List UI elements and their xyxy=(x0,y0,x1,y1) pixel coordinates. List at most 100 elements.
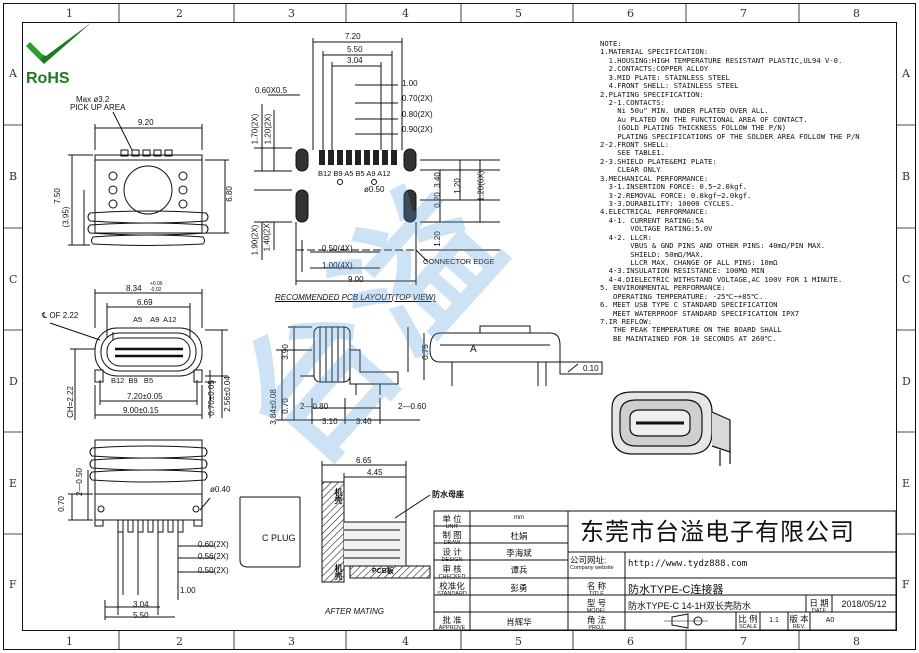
tb-title-value: 防水TYPE-C连接器 xyxy=(628,584,724,596)
bottom-c550: 5.50 xyxy=(133,611,149,620)
waterproof-socket-label: 防水母座 xyxy=(432,490,464,499)
tb-approve-label: 批 准 APPROVE xyxy=(434,614,470,632)
note-line: CLEAR ONLY xyxy=(600,165,661,175)
pcb-v020: 0.20 xyxy=(432,192,442,208)
tb-website-label: 公司网址: Company website xyxy=(570,554,624,572)
tb-design-label: 设 计 DESIGN xyxy=(434,546,470,564)
col-7: 7 xyxy=(740,7,747,20)
front-top-834: 8.34 xyxy=(126,284,142,293)
company-name: 东莞市台溢电子有限公司 xyxy=(580,518,855,546)
pcb-l120: 1.20(2X) xyxy=(263,113,273,145)
rohs-check-icon xyxy=(26,22,92,64)
pcb-caption: RECOMMENDED PCB LAYOUT(TOP VIEW) xyxy=(275,293,436,302)
tb-proj-label: 角 法 PROJ. xyxy=(568,614,625,632)
row-a-right: A xyxy=(902,67,910,80)
tb-draw-label: 制 图 DRAW xyxy=(434,529,470,547)
note-line: 3-2.REMOVAL FORCE: 0.8kgf~2.0kgf. xyxy=(600,190,752,200)
note-line: VBUS & GND PINS AND OTHER PINS: 40mΩ/PIN… xyxy=(600,241,826,251)
rohs-logo: RoHS xyxy=(26,70,70,87)
pcb-l170: 1.70(2X) xyxy=(250,113,260,145)
note-line: 4-2. LLCR: xyxy=(600,232,652,242)
note-line: 3.MECHANICAL PERFORMANCE: xyxy=(600,173,709,183)
tb-date-label: 日 期 DATE xyxy=(806,597,832,615)
pick-up-area-label: PICK UP AREA xyxy=(70,103,126,112)
front-pins-top: A5 A9 A12 xyxy=(133,315,177,324)
front-ch: CH=2.22 xyxy=(65,386,75,418)
pcb-hole: ø0.50 xyxy=(364,185,385,194)
tb-standard-en: STANDARD xyxy=(437,591,467,597)
flatness-value: 0.10 xyxy=(583,364,599,373)
bottom-c060: 0.60(2X) xyxy=(198,540,229,549)
note-line: SEE TABLE1. xyxy=(600,148,665,158)
pcb-r090: 0.90(2X) xyxy=(402,125,433,134)
note-line: 2.PLATING SPECIFICATION: xyxy=(600,89,704,99)
note-line: 3.MID PLATE: STAINLESS STEEL xyxy=(600,72,730,82)
side-d260: 2—0.60 xyxy=(398,402,427,411)
bottom-c304: 3.04 xyxy=(133,600,149,609)
front-tol-dn: -0.02 xyxy=(150,287,162,293)
side-d280: 2—0.80 xyxy=(300,402,329,411)
note-line: 1.HOUSING:HIGH TEMPERATURE RESISTANT PLA… xyxy=(600,55,843,65)
tb-proj-cn: 角 法 xyxy=(586,615,607,625)
pcb-pins: B12 B9 A5 B5 A9 A12 xyxy=(318,169,391,178)
inner-395: (3.95) xyxy=(61,206,71,228)
tb-date-en: DATE xyxy=(811,608,827,614)
note-line: Au PLATED ON THE FUNCTIONAL AREA OF CONT… xyxy=(600,114,808,124)
col-8: 8 xyxy=(853,7,860,20)
front-v256: 2.56±0.04 xyxy=(222,376,232,412)
tb-unit-en: UNIT xyxy=(445,524,459,530)
pcb-board-label: PCB板 xyxy=(372,568,394,575)
note-line: 7.IR REFLOW: xyxy=(600,316,652,326)
right-680: 6.80 xyxy=(224,186,234,202)
height-750: 7.50 xyxy=(52,188,62,204)
pcb-b100: 1.00(4X) xyxy=(322,261,353,270)
front-w669: 6.69 xyxy=(137,298,153,307)
pcb-v120c: 1.20 xyxy=(432,231,442,247)
tb-website-en: Company website xyxy=(570,565,614,571)
row-e-right: E xyxy=(902,477,911,490)
tb-check-label: 审 核 CHECKED xyxy=(434,563,470,581)
col-7-bottom: 7 xyxy=(740,635,747,648)
tb-unit-value: mm xyxy=(514,515,524,521)
bottom-c050: 0.50(2X) xyxy=(198,566,229,575)
note-line: BE MAINTAINED FOR 10 SECONDS AT 260℃. xyxy=(600,333,777,343)
note-line: LLCR MAX. CHANGE OF ALL PINS: 10mΩ xyxy=(600,257,778,267)
note-line: 1.MATERIAL SPECIFICATION: xyxy=(600,47,709,57)
note-line: Ni 50u" MIN. UNDER PLATED OVER ALL. xyxy=(600,106,769,116)
tb-approve-value: 肖辉华 xyxy=(506,617,532,627)
col-3: 3 xyxy=(288,7,295,20)
side-v070: 0.70 xyxy=(280,398,290,414)
shell-label-top: 机壳 xyxy=(334,488,343,504)
pcb-b900: 9.00 xyxy=(348,275,364,284)
tb-rev-value: A0 xyxy=(825,617,835,624)
side-view-a: A xyxy=(470,344,477,355)
col-6: 6 xyxy=(627,7,634,20)
pcb-v340: 3.40 xyxy=(432,172,442,188)
mating-d665: 6.65 xyxy=(356,456,372,465)
note-line: 4-1. CURRENT RATING:5A xyxy=(600,215,704,225)
tb-check-en: CHECKED xyxy=(438,574,466,580)
tb-standard-label: 校准化 STANDARD xyxy=(434,580,470,598)
col-5: 5 xyxy=(515,7,522,20)
pcb-v120a: 1.20 xyxy=(452,178,462,194)
row-f: F xyxy=(9,578,17,591)
tb-model-en: MODEL xyxy=(586,608,607,614)
tb-title-label: 名 称 TITLE xyxy=(568,580,625,598)
c-plug-label: C PLUG xyxy=(262,533,296,543)
pcb-w550: 5.50 xyxy=(347,45,363,54)
note-line: 2-3.SHIELD PLATE&EMI PLATE: xyxy=(600,156,717,166)
note-line: (GOLD PLATING THICKNESS FOLLOW THE P/N) xyxy=(600,123,787,133)
tb-standard-cn: 校准化 xyxy=(439,581,465,591)
tb-draw-value: 杜娟 xyxy=(510,531,528,541)
note-line: 5. ENVIRONMENTAL PERFORMANCE: xyxy=(600,283,726,293)
col-2-bottom: 2 xyxy=(176,635,183,648)
connector-edge-label: CONNECTOR EDGE xyxy=(423,257,495,266)
note-line: PLATING SPECIFICATIONS OF THE SOLDER ARE… xyxy=(600,131,860,141)
pcb-r070: 0.70(2X) xyxy=(402,94,433,103)
tb-check-value: 谭兵 xyxy=(510,565,528,575)
row-c-right: C xyxy=(902,273,911,286)
tb-check-cn: 审 核 xyxy=(442,564,462,574)
front-pins-bottom: B12 B9 B5 xyxy=(111,376,154,385)
tb-design-en: DESIGN xyxy=(441,557,463,563)
bottom-c056: 0.56(2X) xyxy=(198,552,229,561)
